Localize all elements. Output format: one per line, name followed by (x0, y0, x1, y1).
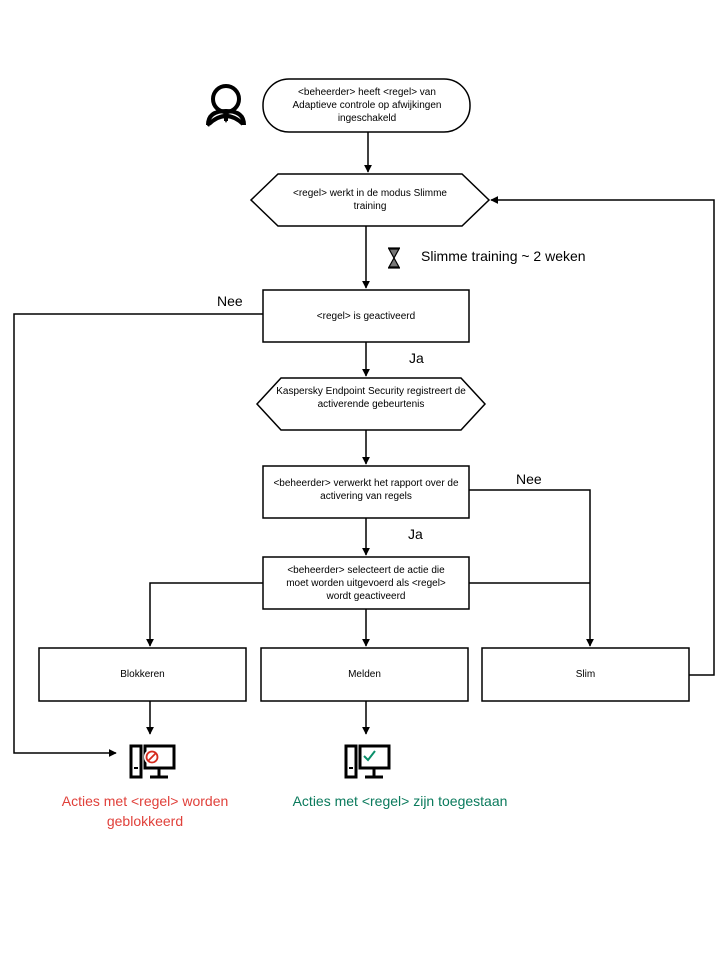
block-node-label: Blokkeren (120, 669, 165, 680)
smart-mode-node-shape (249, 173, 491, 227)
yes-after-report-label: Ja (408, 526, 423, 542)
notify-node-label: Melden (348, 669, 381, 680)
allowed-result-text: Acties met <regel> zijn toegestaan (292, 793, 508, 809)
edge-smart-loop-back (490, 196, 715, 676)
computer-allowed-icon (344, 744, 391, 779)
user-body-icon (206, 108, 246, 126)
registers-node-label: Kaspersky Endpoint Security registreert … (276, 386, 466, 410)
start-node-shape (262, 78, 471, 133)
processes-report-node-label: <beheerder> verwerkt het rapport over de… (273, 478, 459, 502)
block-node-shape (38, 647, 247, 702)
selects-action-node-label: <beheerder> selecteert de actie die moet… (286, 564, 446, 602)
training-period-label: Slimme training ~ 2 weken (421, 248, 586, 264)
hourglass-icon (387, 247, 401, 269)
start-node-label: <beheerder> heeft <regel> van Adaptieve … (292, 87, 442, 124)
edge-select-to-block (146, 582, 263, 647)
registers-node-shape (255, 377, 487, 431)
smart-mode-node-label: <regel> werkt in de modus Slimme trainin… (293, 188, 447, 212)
yes-after-activated-label: Ja (409, 350, 424, 366)
edge-activated-no-to-blocked (13, 313, 263, 757)
activated-node-label: <regel> is geactiveerd (316, 310, 416, 322)
blocked-result-text: Acties met <regel> worden geblokkeerd (61, 793, 229, 829)
computer-blocked-icon (129, 744, 176, 779)
edge-report-no-to-smart (469, 489, 594, 647)
no-left-label: Nee (217, 293, 243, 309)
smart-node-label: Slim (575, 669, 596, 680)
processes-report-node-shape (262, 465, 470, 519)
no-right-label: Nee (516, 471, 542, 487)
activated-node-shape (262, 289, 470, 343)
notify-node-shape (260, 647, 469, 702)
